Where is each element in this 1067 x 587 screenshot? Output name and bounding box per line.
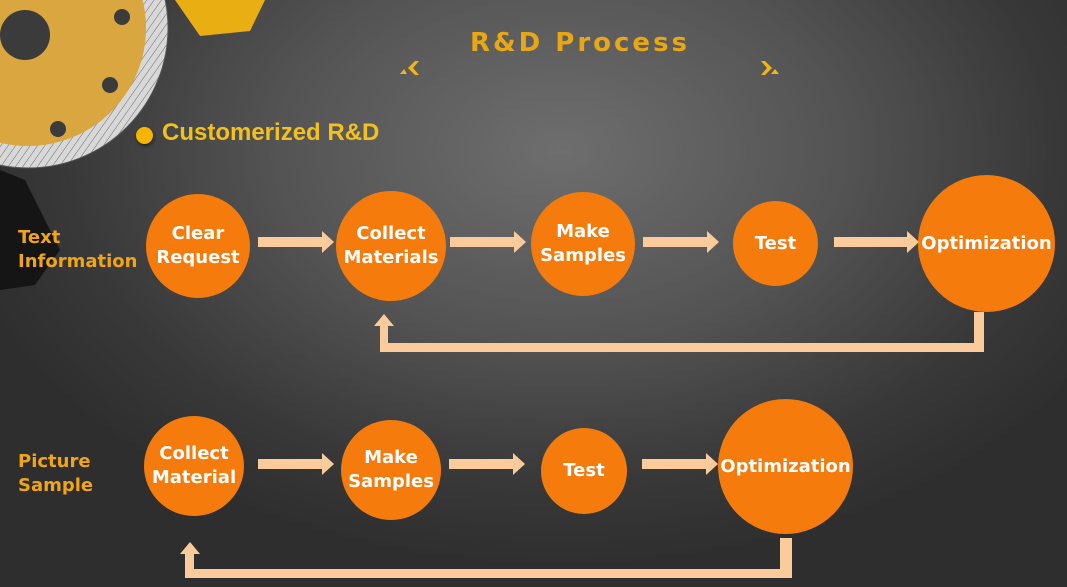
step-label: Test [754, 232, 797, 254]
arrow-right-icon [258, 231, 334, 253]
step-label: Optimization [921, 232, 1052, 254]
arrow-right-icon [449, 453, 525, 475]
arrow-right-icon [450, 231, 526, 253]
step-test-2[interactable]: Test [541, 428, 627, 514]
row-label-line: Text [18, 227, 61, 248]
step-label: Material [151, 467, 237, 488]
step-label: Make [364, 447, 418, 468]
row-label-picture-sample: Picture Sample [18, 450, 93, 498]
feedback-loop-arrow-icon [374, 312, 984, 352]
step-label: Optimization [720, 455, 851, 477]
saw-blade-icon [0, 0, 169, 169]
step-label: Test [563, 460, 605, 481]
row-label-line: Picture [18, 451, 91, 472]
step-label: Collect [356, 223, 426, 244]
step-label: Request [156, 247, 240, 268]
step-label: Clear [171, 223, 225, 244]
chevron-left-icon [400, 61, 419, 75]
bullet-icon [136, 127, 153, 144]
section-subtitle: Customerized R&D [162, 119, 380, 146]
arrow-right-icon [642, 453, 718, 475]
step-label: Materials [343, 247, 439, 268]
step-optimization[interactable]: Optimization [918, 175, 1055, 312]
arrow-right-icon [834, 231, 919, 253]
step-label: Collect [159, 443, 229, 464]
step-test[interactable]: Test [733, 201, 818, 286]
page-title: R&D Process [469, 28, 691, 58]
yellow-hexagon-shape [175, 0, 265, 36]
arrow-right-icon [258, 453, 334, 475]
row-label-line: Information [18, 251, 138, 272]
step-label: Make [556, 221, 610, 242]
step-label: Samples [348, 471, 434, 492]
chevron-right-icon [761, 61, 779, 75]
step-label: Samples [540, 245, 626, 266]
dark-hexagon-shape [0, 170, 60, 290]
row-label-text-information: Text Information [18, 226, 137, 274]
step-optimization-2[interactable]: Optimization [718, 399, 853, 534]
arrow-right-icon [643, 231, 719, 253]
row-label-line: Sample [18, 475, 94, 496]
feedback-loop-arrow-icon-2 [180, 538, 792, 578]
